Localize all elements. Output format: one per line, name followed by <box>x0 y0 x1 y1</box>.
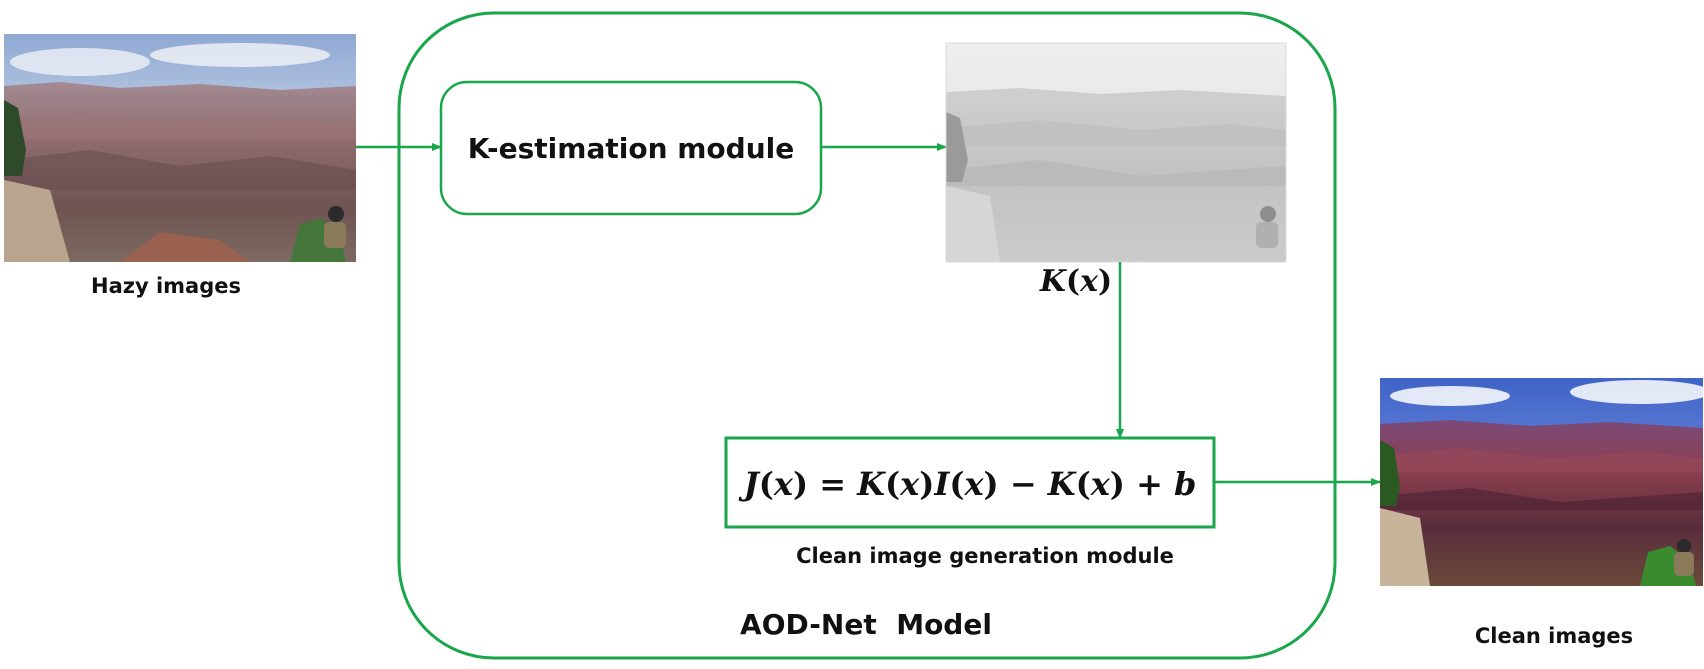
clean-generation-caption: Clean image generation module <box>796 544 1174 568</box>
clean-image <box>1380 378 1703 586</box>
hazy-image <box>4 34 356 262</box>
k-map-caption: K(x) <box>1039 264 1112 299</box>
clean-generation-formula: J(x) = K(x)I(x) − K(x) + b <box>738 465 1197 503</box>
clean-images-caption: Clean images <box>1475 624 1633 648</box>
hazy-images-caption: Hazy images <box>91 274 241 298</box>
aod-net-container <box>397 11 1337 660</box>
aod-net-label: AOD-Net Model <box>740 608 992 641</box>
k-estimation-label: K-estimation module <box>468 132 794 165</box>
k-map-image <box>946 43 1286 262</box>
